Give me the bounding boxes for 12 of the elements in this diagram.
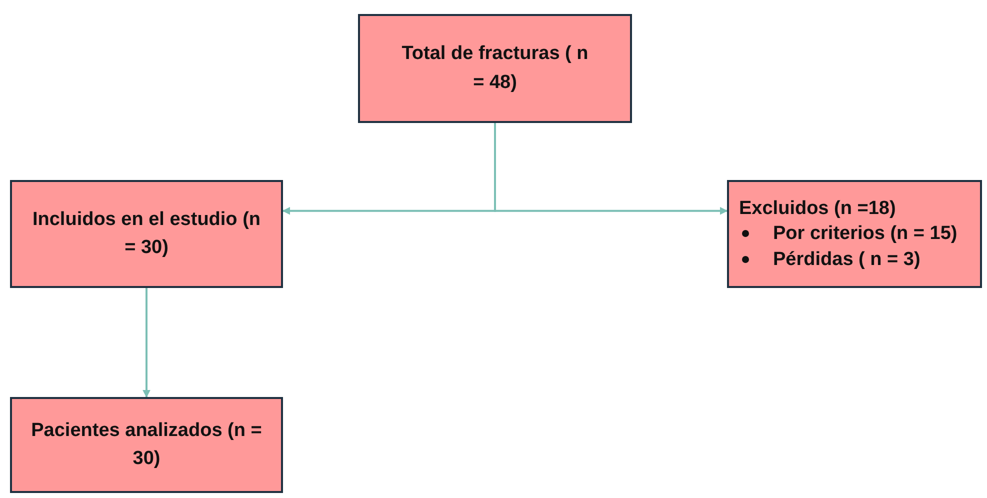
bullet-item: Pérdidas ( n = 3) <box>773 248 920 272</box>
arrow <box>494 123 728 215</box>
box-text: Incluidos en el estudio (n = 30) <box>31 208 262 260</box>
process-box <box>358 14 632 123</box>
process-box <box>10 397 283 493</box>
process-box <box>727 180 982 288</box>
box-text: Pacientes analizados (n = 30) <box>30 418 263 471</box>
process-box <box>10 180 283 288</box>
box-text: Total de fracturas ( n = 48) <box>400 42 590 94</box>
arrow <box>142 288 150 398</box>
box-text: Excluidos (n =18) <box>739 196 896 221</box>
bullet-item: Por criterios (n = 15) <box>773 222 958 246</box>
